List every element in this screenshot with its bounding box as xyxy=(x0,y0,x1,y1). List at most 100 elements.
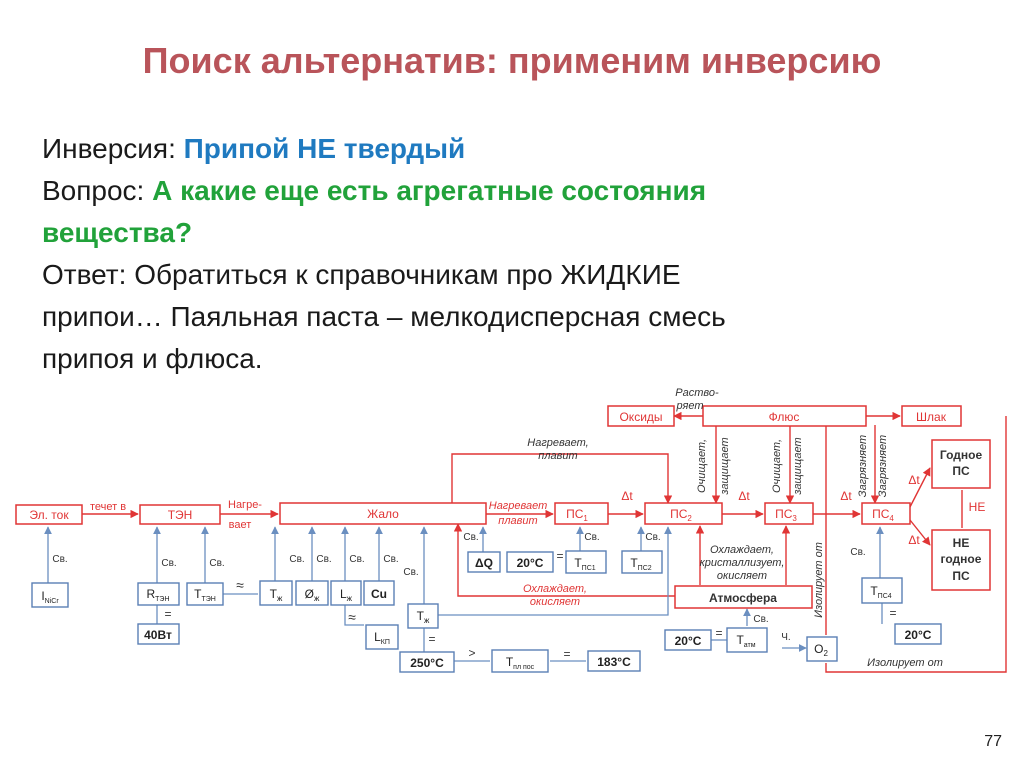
text-ps1: ПС1 xyxy=(566,507,588,523)
box-atmosfera xyxy=(674,585,813,609)
label-okhl-bot-2: окисляет xyxy=(530,596,580,608)
text-el-tok: Эл. ток xyxy=(29,508,69,522)
label-eq-6: = xyxy=(428,632,435,646)
text-oksidy: Оксиды xyxy=(619,410,662,424)
box-20a xyxy=(506,551,554,573)
box-40w xyxy=(137,623,180,645)
box-20b xyxy=(664,629,712,651)
label-zagryaznyaet-2: Загрязняет xyxy=(877,435,889,497)
box-20c xyxy=(894,623,942,645)
inversion-value: Припой НЕ твердый xyxy=(183,133,466,164)
process-diagram: Эл. ток ТЭН Жало ПС1 ПС2 ПС3 ПС4 Оксиды … xyxy=(15,387,1007,673)
label-sv-6: Св. xyxy=(349,554,364,565)
tzh2-to-ps2-line xyxy=(436,526,672,616)
text-shlak: Шлак xyxy=(916,410,947,424)
label-nagrevaet-mid-2: плавит xyxy=(498,515,537,527)
label-nagrevaet-top-1: Нагревает, xyxy=(527,437,588,449)
text-tzh2: Tж xyxy=(417,609,430,625)
box-tplpos xyxy=(491,649,549,673)
text-250: 250°C xyxy=(410,656,444,670)
label-eq-1: = xyxy=(164,607,171,621)
text-183: 183°C xyxy=(597,655,631,669)
text-20c: 20°C xyxy=(905,628,932,642)
label-eq-5: = xyxy=(889,606,896,620)
box-ten xyxy=(139,504,221,525)
label-gt: > xyxy=(468,646,475,660)
box-dzh xyxy=(295,580,329,606)
question-label: Вопрос: xyxy=(42,175,145,206)
arrow-ps4-godnoe xyxy=(909,467,931,508)
box-tatm xyxy=(726,627,768,653)
text-o2: O2 xyxy=(814,642,828,658)
box-tten xyxy=(186,582,224,606)
text-ten: ТЭН xyxy=(168,508,193,522)
box-ne-godnoe xyxy=(931,529,991,591)
text-negodnoe-2: годное xyxy=(941,552,982,566)
inversion-label: Инверсия: xyxy=(42,133,176,164)
text-tps2: TПС2 xyxy=(630,556,651,572)
label-zashchishchaet-2: защищает xyxy=(792,437,804,495)
label-izoliruet-vert: Изолирует от xyxy=(813,542,825,618)
label-sv-11: Св. xyxy=(645,532,660,543)
box-ps3 xyxy=(764,502,814,525)
box-zhalo xyxy=(279,502,487,525)
box-250 xyxy=(399,651,455,673)
text-dzh: Øж xyxy=(305,587,320,603)
question-line-2: вещества? xyxy=(42,217,193,248)
label-sv-8: Св. xyxy=(403,567,418,578)
text-40w: 40Вт xyxy=(144,628,172,642)
text-tten: TТЭН xyxy=(194,587,216,603)
lkp-connector xyxy=(344,605,364,626)
label-sv-4: Св. xyxy=(289,554,304,565)
box-tps4 xyxy=(861,577,903,604)
text-ps3: ПС3 xyxy=(775,507,797,523)
question-line: Вопрос: А какие еще есть агрегатные сост… xyxy=(42,175,706,207)
label-rastvo-2: ряет xyxy=(675,400,703,412)
inversion-line: Инверсия: Припой НЕ твердый xyxy=(42,133,465,165)
answer-line-2: припои… Паяльная паста – мелкодисперсная… xyxy=(42,301,726,332)
box-inicr xyxy=(31,582,69,608)
box-godnoe xyxy=(931,439,991,489)
label-sv-13: Св. xyxy=(850,547,865,558)
text-tatm: Tатм xyxy=(736,633,755,649)
slide-title: Поиск альтернатив: применим инверсию xyxy=(142,40,882,81)
label-nagrevaet-mid-1: Нагревает xyxy=(489,500,548,512)
label-okhl-bot-1: Охлаждает, xyxy=(523,583,587,595)
arrow-izol-bottom xyxy=(825,416,1007,673)
label-sv-7: Св. xyxy=(383,554,398,565)
text-negodnoe-3: ПС xyxy=(952,569,970,583)
box-cu xyxy=(363,580,395,606)
box-o2 xyxy=(806,636,838,662)
answer-line-1: Ответ: Обратиться к справочникам про ЖИД… xyxy=(42,259,681,290)
text-20a: 20°C xyxy=(517,556,544,570)
text-tps4: TПС4 xyxy=(870,584,891,600)
label-nagre-2: вает xyxy=(229,519,252,531)
text-atmosfera: Атмосфера xyxy=(709,591,777,605)
label-rastvo-1: Раство- xyxy=(675,387,719,399)
label-sv-1: Св. xyxy=(52,554,67,565)
box-183 xyxy=(587,650,641,672)
text-inicr: INiCr xyxy=(41,589,59,605)
label-zagryaznyaet-1: Загрязняет xyxy=(857,435,869,497)
text-dq: ΔQ xyxy=(475,556,493,570)
box-lzh xyxy=(330,580,362,606)
box-shlak xyxy=(901,405,962,427)
arrow-zhalo-ps2-top xyxy=(451,453,673,505)
box-tps2 xyxy=(621,550,663,574)
text-tps1: TПС1 xyxy=(574,556,595,572)
page-number: 77 xyxy=(984,733,1002,750)
label-ne: НЕ xyxy=(969,500,986,514)
label-sv-3: Св. xyxy=(209,558,224,569)
label-okhl-top-1: Охлаждает, xyxy=(710,544,774,556)
box-oksidy xyxy=(607,405,675,427)
box-ps2 xyxy=(644,502,723,525)
box-tzh2 xyxy=(407,603,439,629)
text-negodnoe-1: НЕ xyxy=(953,536,970,550)
box-lkp xyxy=(365,624,399,650)
question-text: А какие еще есть агрегатные состояния xyxy=(152,175,707,206)
text-lzh: Lж xyxy=(340,587,353,603)
text-ps4: ПС4 xyxy=(872,507,894,523)
label-eq-4: = xyxy=(715,626,722,640)
box-el-tok xyxy=(15,504,83,525)
label-nagrevaet-top-2: плавит xyxy=(538,450,577,462)
